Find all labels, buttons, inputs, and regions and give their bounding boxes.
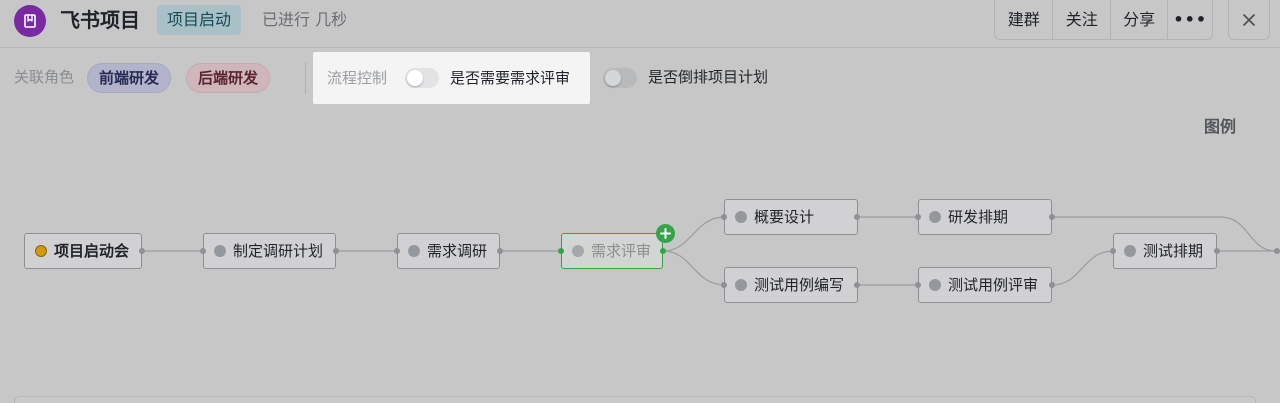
node-research-plan[interactable]: 制定调研计划 — [203, 233, 336, 269]
header: 飞书项目 项目启动 已进行 几秒 建群 关注 分享 ••• — [0, 0, 1280, 48]
header-actions: 建群 关注 分享 ••• — [994, 0, 1213, 40]
flow-control-panel: 流程控制 是否需要需求评审 — [313, 52, 590, 104]
node-test-case-review[interactable]: 测试用例评审 — [918, 267, 1052, 303]
plus-icon — [660, 228, 671, 239]
node-port — [497, 248, 503, 254]
review-required-label: 是否需要需求评审 — [450, 69, 571, 87]
flow-control-label: 流程控制 — [327, 69, 388, 87]
node-requirement-review[interactable]: 需求评审 — [561, 233, 663, 269]
node-label: 需求调研 — [427, 242, 488, 260]
node-requirement-research[interactable]: 需求调研 — [397, 233, 500, 269]
role-chip-frontend[interactable]: 前端研发 — [87, 63, 172, 93]
status-dot — [408, 245, 420, 257]
node-port — [721, 214, 727, 220]
status-dot — [35, 245, 47, 257]
node-port — [1049, 282, 1055, 288]
bottom-panel — [14, 396, 1256, 403]
node-port — [660, 248, 666, 254]
legend-button[interactable]: 图例 — [1204, 117, 1237, 136]
status-dot — [735, 279, 747, 291]
status-dot — [929, 211, 941, 223]
follow-button[interactable]: 关注 — [1052, 0, 1109, 40]
edge — [662, 250, 726, 286]
add-node-button[interactable] — [656, 224, 675, 243]
node-label: 概要设计 — [754, 208, 815, 226]
node-port — [915, 214, 921, 220]
node-port — [1110, 248, 1116, 254]
share-button[interactable]: 分享 — [1109, 0, 1167, 40]
close-icon — [1243, 13, 1255, 26]
node-label: 研发排期 — [948, 208, 1009, 226]
node-port — [394, 248, 400, 254]
edge — [1051, 250, 1115, 286]
node-kickoff[interactable]: 项目启动会 — [24, 233, 142, 269]
node-label: 测试排期 — [1143, 242, 1204, 260]
bookmark-icon — [24, 14, 36, 28]
node-port — [1274, 248, 1280, 254]
node-port — [139, 248, 145, 254]
reverse-schedule-label: 是否倒排项目计划 — [648, 68, 769, 86]
divider — [305, 62, 306, 94]
status-dot — [214, 245, 226, 257]
node-port — [854, 214, 860, 220]
node-label: 测试用例评审 — [948, 276, 1039, 294]
status-dot — [929, 279, 941, 291]
node-port — [558, 248, 564, 254]
status-dot — [1124, 245, 1136, 257]
node-dev-schedule[interactable]: 研发排期 — [918, 199, 1052, 235]
roles-label: 关联角色 — [14, 68, 75, 86]
review-required-toggle[interactable] — [405, 68, 439, 88]
stage-tag[interactable]: 项目启动 — [157, 5, 242, 35]
node-label: 需求评审 — [591, 242, 652, 260]
status-dot — [572, 245, 584, 257]
node-port — [1049, 214, 1055, 220]
elapsed-time: 已进行 几秒 — [262, 10, 348, 29]
node-label: 项目启动会 — [54, 242, 130, 260]
node-outline-design[interactable]: 概要设计 — [724, 199, 858, 235]
status-dot — [735, 211, 747, 223]
node-port — [915, 282, 921, 288]
edge — [662, 216, 726, 252]
node-label: 测试用例编写 — [754, 276, 845, 294]
node-label: 制定调研计划 — [233, 242, 324, 260]
app-icon[interactable] — [14, 5, 46, 37]
create-group-button[interactable]: 建群 — [1007, 9, 1040, 29]
node-port — [854, 282, 860, 288]
node-test-schedule[interactable]: 测试排期 — [1113, 233, 1217, 269]
toggle-knob — [407, 70, 423, 86]
project-title: 飞书项目 — [60, 8, 140, 32]
edge — [1052, 216, 1277, 252]
node-test-case-writing[interactable]: 测试用例编写 — [724, 267, 858, 303]
node-port — [200, 248, 206, 254]
close-button[interactable] — [1228, 0, 1270, 40]
node-port — [333, 248, 339, 254]
more-button[interactable]: ••• — [1167, 0, 1212, 40]
node-port — [1214, 248, 1220, 254]
node-port — [721, 282, 727, 288]
toggle-knob — [605, 70, 621, 86]
role-chip-backend[interactable]: 后端研发 — [186, 63, 271, 93]
reverse-schedule-toggle[interactable] — [603, 68, 637, 88]
